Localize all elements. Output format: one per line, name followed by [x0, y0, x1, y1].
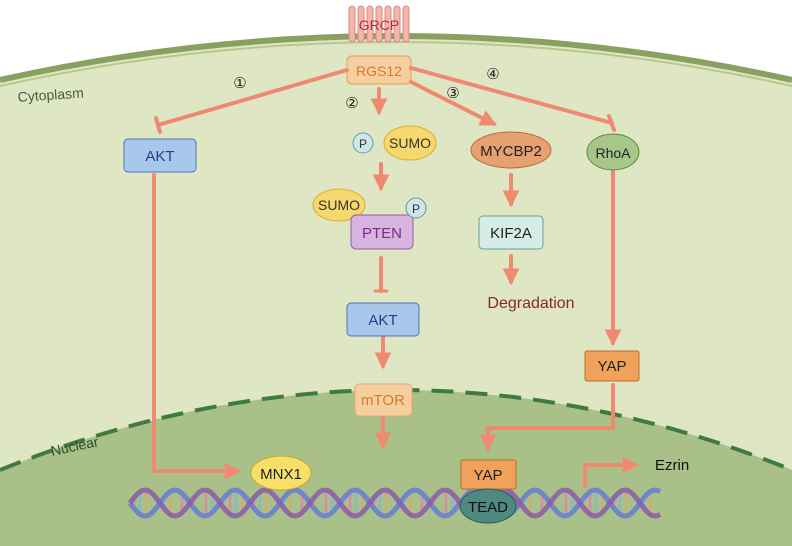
sumo-top-label: SUMO — [389, 135, 431, 151]
dna-strand-purple — [127, 487, 662, 519]
yap-cytoplasm-label: YAP — [598, 358, 627, 375]
tead-node — [459, 488, 517, 524]
inhibition-rgs12-akt — [156, 68, 349, 127]
pathway-marker-2: ② — [345, 95, 358, 112]
kif2a-label: KIF2A — [490, 225, 532, 242]
pten-node — [350, 214, 414, 250]
sumo-mid-node — [312, 188, 366, 222]
inhibition-bar-akt — [154, 116, 162, 134]
inhibition-bar-rhoa — [607, 114, 616, 132]
nuclear-envelope — [0, 388, 792, 472]
mycbp2-node — [470, 131, 552, 169]
rhoa-node — [586, 133, 640, 171]
rgs12-label: RGS12 — [356, 63, 402, 79]
pten-label: PTEN — [362, 225, 402, 242]
sumo-top-node — [383, 125, 437, 161]
arrow-yap-nucleus — [479, 383, 615, 452]
sumo-mid-label: SUMO — [318, 197, 360, 213]
receptor-label: GRCP — [359, 17, 399, 33]
ezrin-label: Ezrin — [655, 457, 689, 474]
arrow-rgs12-mycbp2 — [409, 80, 497, 126]
inhibition-rgs12-rhoa — [409, 66, 614, 125]
arrow-akt-mnx1 — [152, 173, 242, 480]
pathway-marker-4: ④ — [486, 66, 499, 83]
mtor-node — [354, 383, 413, 417]
phospho-badge-mid — [405, 197, 427, 219]
arrow-transcription-ezrin — [583, 456, 640, 488]
yap-cytoplasm-node — [584, 350, 640, 382]
akt-left-node — [123, 138, 197, 173]
phospho-badge-top — [352, 132, 374, 154]
pathway-marker-1: ① — [233, 75, 246, 92]
akt-center-node — [346, 302, 420, 337]
mnx1-node — [250, 455, 312, 491]
kif2a-node — [478, 215, 544, 250]
mnx1-label: MNX1 — [260, 466, 302, 483]
degradation-label: Degradation — [487, 295, 574, 312]
akt-left-label: AKT — [145, 148, 174, 165]
mycbp2-label: MYCBP2 — [480, 143, 542, 160]
receptor-gpcr: GRCP — [348, 5, 410, 43]
phospho-badge-mid-label: P — [412, 202, 420, 216]
mtor-label: mTOR — [361, 392, 405, 409]
rhoa-label: RhoA — [595, 145, 631, 161]
tead-label: TEAD — [468, 499, 508, 516]
phospho-badge-top-label: P — [359, 137, 367, 151]
yap-nuclear-label: YAP — [474, 467, 503, 484]
cytoplasm-label: Cytoplasm — [17, 84, 84, 105]
pathway-marker-3: ③ — [446, 85, 459, 102]
dna-strand-blue — [127, 487, 662, 519]
akt-center-label: AKT — [368, 312, 397, 329]
